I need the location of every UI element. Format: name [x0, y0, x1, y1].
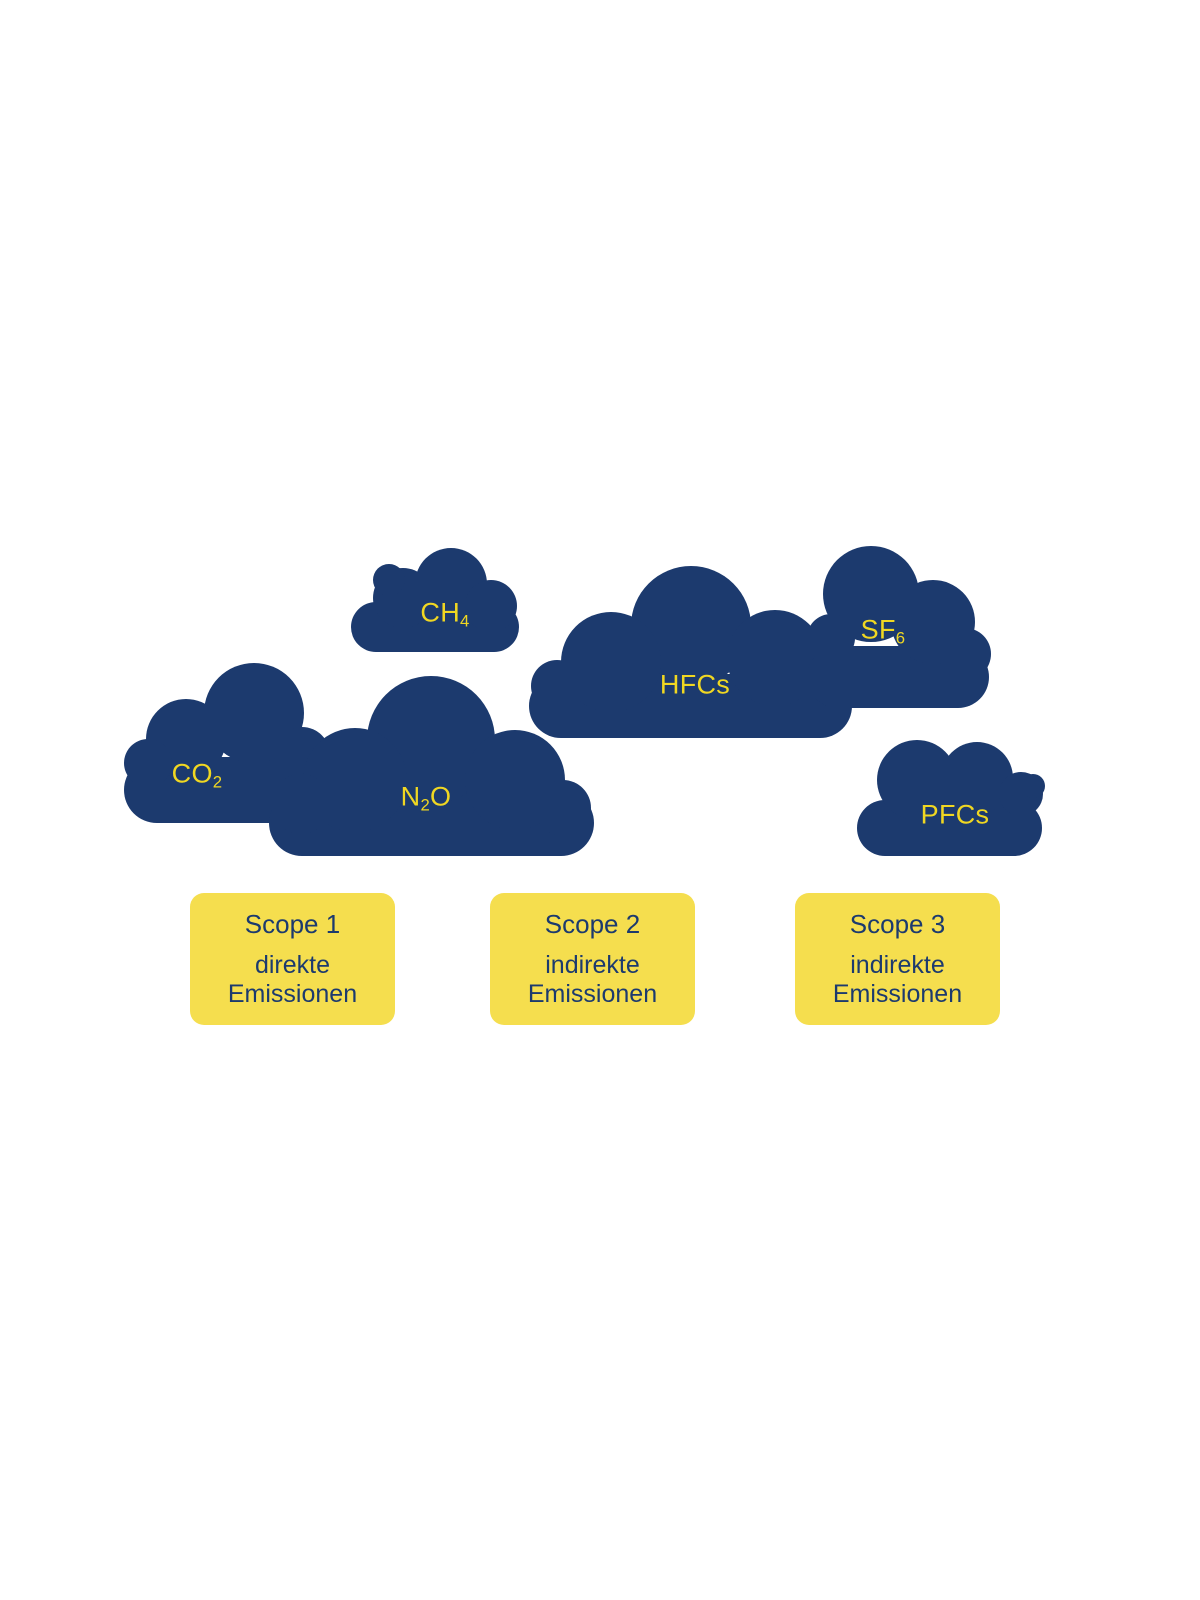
- scope-3-line1: indirekte: [850, 951, 945, 979]
- scope-1-line1: direkte: [254, 951, 331, 979]
- cloud-label-pfcs: PFCs: [920, 799, 990, 830]
- scope-2-title: Scope 2: [544, 909, 641, 939]
- cloud-icon: [351, 548, 519, 652]
- scope-1-line2: Emissionen: [227, 980, 358, 1008]
- cloud-icon: [857, 740, 1045, 856]
- scope-3-title: Scope 3: [849, 909, 946, 939]
- cloud-label-ch4: CH4: [420, 597, 470, 631]
- scope-2-line1: indirekte: [545, 951, 640, 979]
- cloud-label-hfcs: HFCs: [659, 669, 731, 700]
- cloud-pfcs: PFCs: [853, 728, 1046, 861]
- scope-3-box: Scope 3 indirekte Emissionen: [795, 893, 1000, 1025]
- cloud-label-n2o: N2O: [400, 781, 452, 815]
- cloud-n2o: N2O: [263, 668, 600, 862]
- scope-2-line2: Emissionen: [527, 980, 658, 1008]
- scope-2-box: Scope 2 indirekte Emissionen: [490, 893, 695, 1025]
- cloud-icon: [807, 546, 991, 708]
- cloud-label-co2: CO2: [171, 758, 223, 792]
- cloud-icon: [269, 676, 594, 856]
- cloud-ch4: CH4: [345, 540, 525, 657]
- cloud-sf6: SF6: [803, 538, 993, 716]
- scope-1-box: Scope 1 direkte Emissionen: [190, 893, 395, 1025]
- scope-3-line2: Emissionen: [832, 980, 963, 1008]
- scope-1-title: Scope 1: [244, 909, 341, 939]
- cloud-label-sf6: SF6: [860, 614, 906, 648]
